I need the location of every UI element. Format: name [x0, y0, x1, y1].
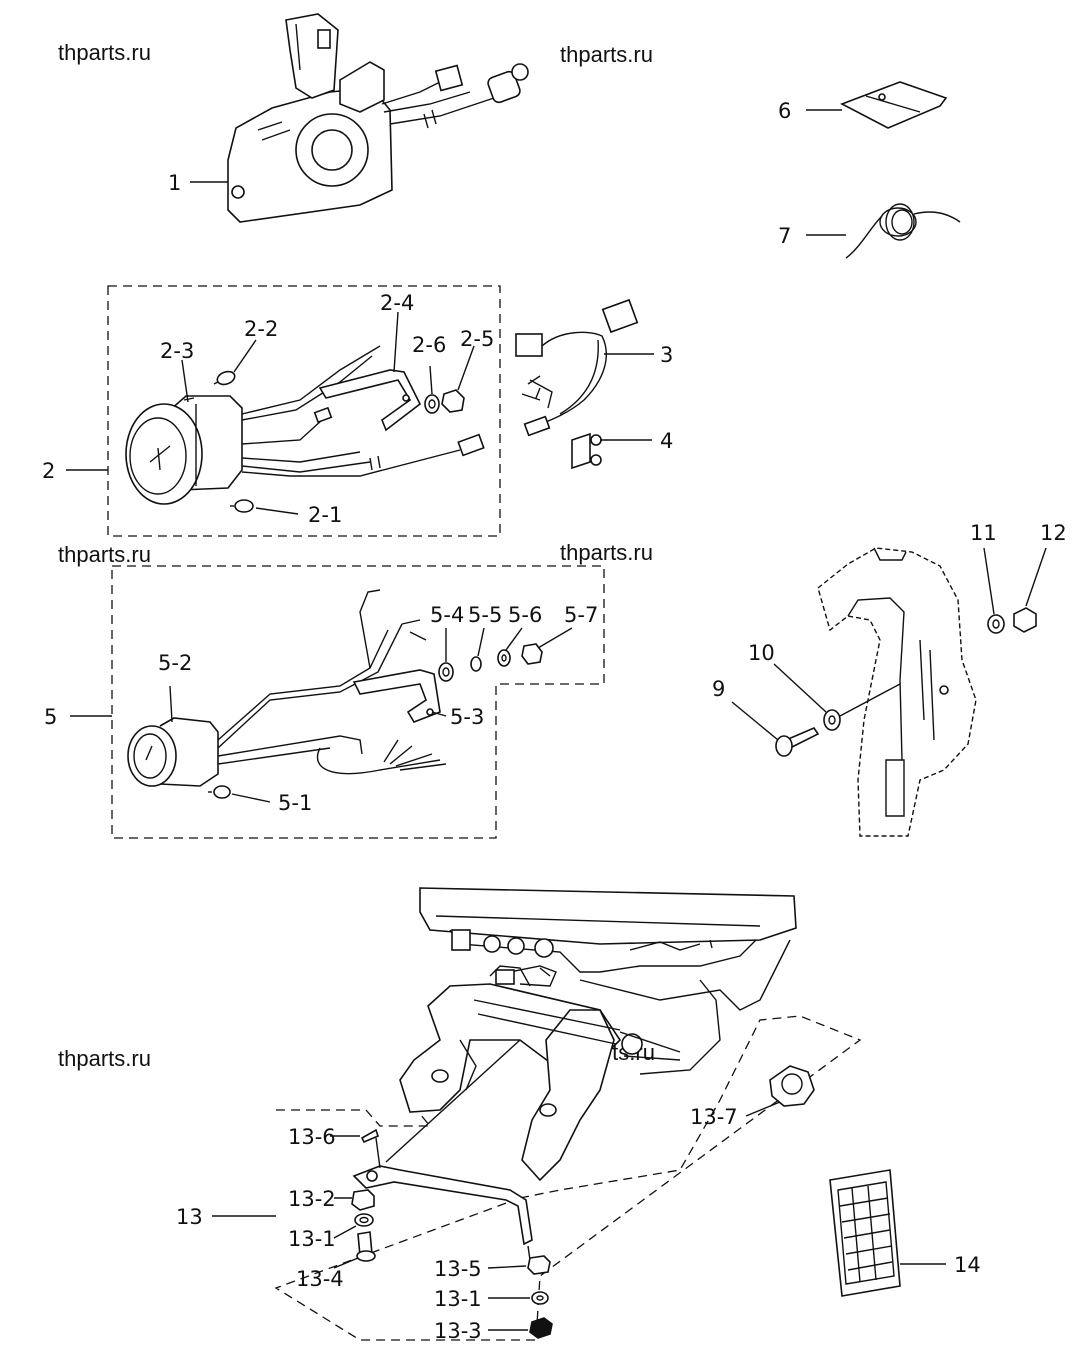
washer[interactable] — [354, 1213, 374, 1227]
washer[interactable] — [987, 614, 1005, 634]
washer[interactable] — [424, 394, 440, 414]
cap-nut[interactable] — [769, 1065, 815, 1107]
callout-13-1: 13-1 — [434, 1287, 482, 1311]
callout-5-6: 5-6 — [508, 603, 542, 627]
callout-5-4: 5-4 — [430, 603, 464, 627]
washer[interactable] — [438, 662, 454, 682]
callout-12: 12 — [1040, 521, 1067, 545]
label-plate[interactable] — [829, 1169, 901, 1297]
bracket[interactable] — [318, 369, 422, 432]
callout-9: 9 — [712, 677, 725, 701]
callout-5: 5 — [44, 705, 57, 729]
callout-7: 7 — [778, 224, 791, 248]
nut[interactable] — [1013, 607, 1037, 633]
callout-2: 2 — [42, 459, 55, 483]
nut[interactable] — [521, 643, 543, 665]
callout-2-4: 2-4 — [380, 291, 414, 315]
washer[interactable] — [497, 649, 511, 667]
group-13-box — [274, 1015, 862, 1341]
bolt[interactable] — [356, 1231, 376, 1262]
steering-link-rod[interactable] — [352, 1039, 533, 1261]
callout-5-5: 5-5 — [468, 603, 502, 627]
callout-13-1: 13-1 — [288, 1227, 336, 1251]
bushing[interactable] — [527, 1255, 551, 1275]
callout-13: 13 — [176, 1205, 203, 1229]
connector[interactable] — [571, 432, 602, 470]
cotter-pin[interactable] — [360, 1128, 379, 1144]
washer[interactable] — [823, 709, 841, 731]
callout-13-6: 13-6 — [288, 1125, 336, 1149]
bulb[interactable] — [230, 499, 254, 513]
callout-13-3: 13-3 — [434, 1319, 482, 1343]
spring[interactable] — [845, 203, 961, 259]
bolt[interactable] — [775, 727, 820, 757]
callout-1: 1 — [168, 171, 181, 195]
bushing[interactable] — [351, 1189, 375, 1211]
callout-2-6: 2-6 — [412, 333, 446, 357]
callout-6: 6 — [778, 99, 791, 123]
washer[interactable] — [531, 1291, 549, 1305]
callout-11: 11 — [970, 521, 997, 545]
callout-10: 10 — [748, 641, 775, 665]
callout-2-1: 2-1 — [308, 503, 342, 527]
pad[interactable] — [840, 81, 948, 129]
watermark: thparts.ru — [58, 542, 151, 567]
watermark: thparts.ru — [58, 40, 151, 65]
tachometer[interactable] — [125, 345, 485, 505]
callout-13-5: 13-5 — [434, 1257, 482, 1281]
watermark: thparts.ru — [560, 540, 653, 565]
steering-bracket[interactable] — [399, 965, 681, 1182]
callout-5-1: 5-1 — [278, 791, 312, 815]
watermark: thparts.ru — [58, 1046, 151, 1071]
callout-5-2: 5-2 — [158, 651, 192, 675]
nut[interactable] — [441, 389, 465, 413]
callout-2-2: 2-2 — [244, 317, 278, 341]
callout-5-3: 5-3 — [450, 705, 484, 729]
callout-13-2: 13-2 — [288, 1187, 336, 1211]
remote-control-box[interactable] — [227, 13, 529, 223]
group-2-box — [107, 285, 501, 537]
watermark: thparts.ru — [560, 42, 653, 67]
nut[interactable] — [529, 1317, 553, 1339]
callout-13-4: 13-4 — [296, 1267, 344, 1291]
engine-lower-casing[interactable] — [419, 887, 797, 1075]
clamp-bracket[interactable] — [817, 547, 977, 837]
gauge[interactable] — [127, 589, 447, 787]
bracket[interactable] — [352, 669, 441, 723]
washer[interactable] — [470, 656, 482, 672]
callout-3: 3 — [660, 343, 673, 367]
callout-2-5: 2-5 — [460, 327, 494, 351]
callout-2-3: 2-3 — [160, 339, 194, 363]
callout-5-7: 5-7 — [564, 603, 598, 627]
callout-13-7: 13-7 — [690, 1105, 738, 1129]
bulb[interactable] — [208, 785, 231, 799]
callout-4: 4 — [660, 429, 673, 453]
bulb[interactable] — [213, 369, 237, 386]
wire-harness[interactable] — [515, 298, 639, 437]
callout-14: 14 — [954, 1253, 981, 1277]
